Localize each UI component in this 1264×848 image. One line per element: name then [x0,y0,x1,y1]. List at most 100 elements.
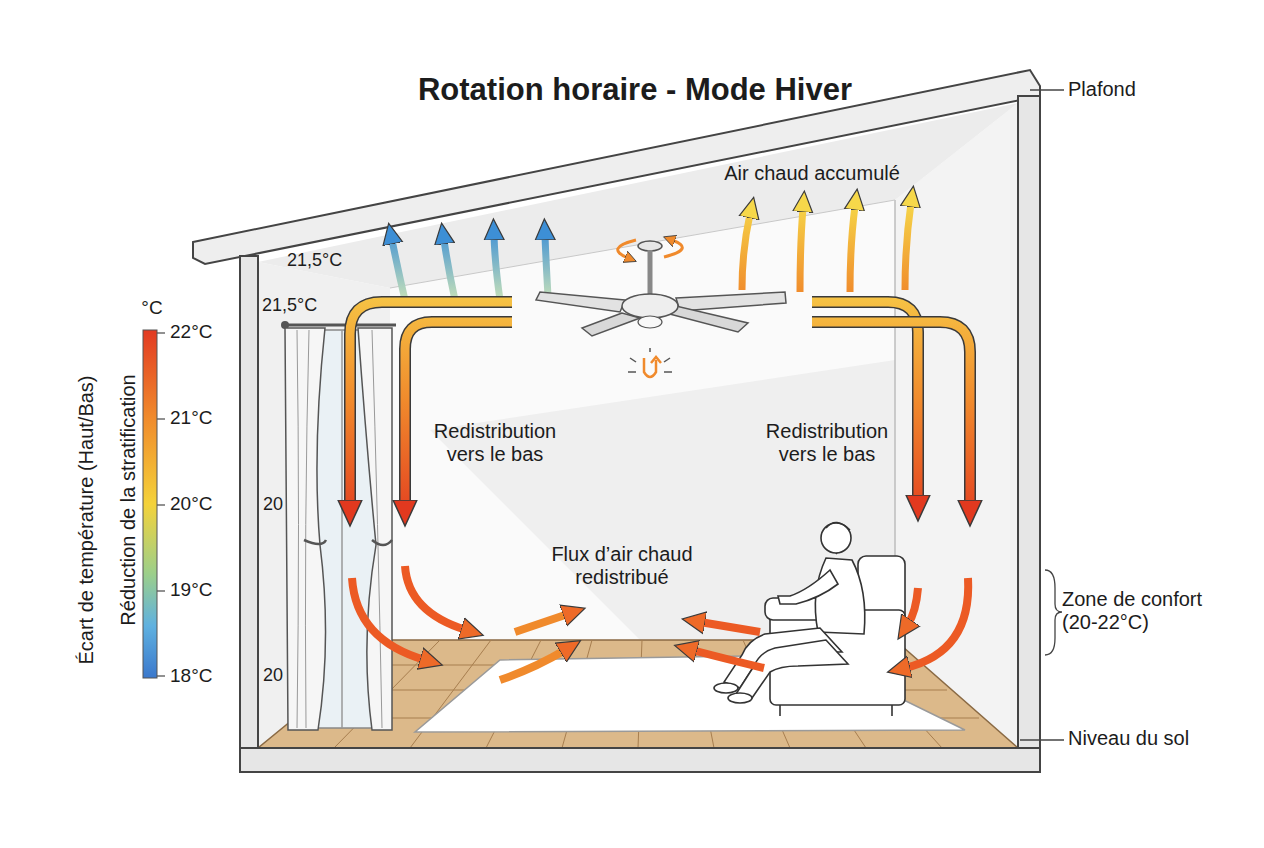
ceiling-fan [536,240,786,336]
window-curtains [285,328,326,730]
floor-warm-flow [500,650,565,680]
scale-value: 19°C [170,579,212,601]
part-label: Niveau du sol [1068,727,1189,750]
rising-cool-air [545,236,548,296]
zone-label: Air chaud accumulé [724,162,900,185]
floor-warm-flow [692,650,764,668]
seated-person [714,683,738,693]
flow-label: Redistribution vers le bas [747,420,907,466]
ceiling-fan [618,240,636,258]
seated-person [821,523,851,553]
ceiling-fan [622,294,678,318]
ceiling-fan [638,241,662,251]
rotation-symbol [664,358,670,362]
rotation-symbol [628,348,672,377]
temperature-scale [157,504,165,505]
temperature-scale [157,590,165,591]
bracket-label: Zone de confort (20-22°C) [1062,588,1222,634]
flow-label: Redistribution vers le bas [415,420,575,466]
downward-warm-air [350,302,512,505]
building-structure [193,70,1040,772]
rotation-symbol [630,358,636,362]
ceiling-fan [582,313,640,336]
room-planes [430,360,895,640]
building-structure [240,748,1040,772]
seated-person [815,558,864,634]
seated-person [826,522,850,530]
diagram-title: Rotation horaire - Mode Hiver [418,72,852,108]
rotation-symbol [628,371,636,373]
ceiling-fan [536,292,625,312]
axis-title: Réduction de la stratification [117,374,140,625]
floor-warm-flow [908,588,918,624]
downward-warm-air [405,322,512,505]
rising-cool-air [494,236,500,300]
scale-unit: °C [141,297,162,319]
rotation-symbol [651,357,661,363]
leader-line [1020,90,1064,740]
window-curtains [372,330,382,728]
room-planes [258,103,1018,748]
room-planes [390,200,895,288]
seated-person [779,705,781,716]
floor-warm-flow [515,614,568,632]
flow-label: Flux d’air chaud redistribué [527,543,717,589]
seated-person [778,570,838,604]
ceiling-fan [664,240,682,257]
floor-warm-flow [405,566,466,630]
leader-line [1045,570,1062,655]
window-curtains [341,330,343,728]
rising-cool-air [392,240,405,300]
temperature-reading: 20 [263,494,283,515]
seated-person [728,693,752,703]
scale-value: 22°C [170,321,212,343]
temperature-reading: 21,5°C [262,295,317,316]
rising-warm-air [800,208,803,292]
rotation-symbol [649,348,651,352]
rotation-symbol [664,371,672,373]
part-label: Plafond [1068,78,1136,101]
leader-line [1030,89,1064,90]
rising-cool-air [444,240,455,300]
leader-line [1020,739,1064,740]
window-curtains [297,330,309,728]
rising-warm-air [742,203,911,292]
downward-warm-air [405,322,512,505]
ceiling-fan [676,292,786,311]
temperature-reading: 21,5°C [287,250,342,271]
temperature-reading: 20 [263,665,283,686]
window-curtains [281,321,396,730]
temperature-scale [157,675,165,676]
temperature-scale [157,418,165,419]
scale-value: 21°C [170,407,212,429]
seated-person [891,705,893,716]
building-structure [1018,96,1040,772]
window-curtains [304,540,326,544]
floor-warm-flow [700,622,760,632]
temperature-scale [143,330,157,678]
scale-value: 18°C [170,665,212,687]
floor-warm-flow [905,578,968,668]
temperature-scale [157,332,165,333]
downward-warm-air [812,322,970,505]
window-curtains [283,324,396,327]
downward-warm-air [812,302,918,500]
window-curtains [372,540,392,545]
rising-warm-air [905,203,911,290]
axis-title: Écart de température (Haut/Bas) [75,375,98,664]
downward-warm-air [812,322,970,505]
rising-warm-air [850,206,855,292]
window-curtains [358,328,392,730]
ceiling-fan [638,316,662,328]
downward-warm-air [350,302,512,505]
downward-warm-air [350,302,970,505]
downward-warm-air [812,302,918,500]
building-structure [240,256,258,772]
rising-warm-air [742,214,750,290]
temperature-scale [157,333,165,676]
temperature-scale [143,330,165,678]
scale-value: 20°C [170,493,212,515]
building-structure [193,70,1040,264]
rising-cool-air [392,236,548,300]
